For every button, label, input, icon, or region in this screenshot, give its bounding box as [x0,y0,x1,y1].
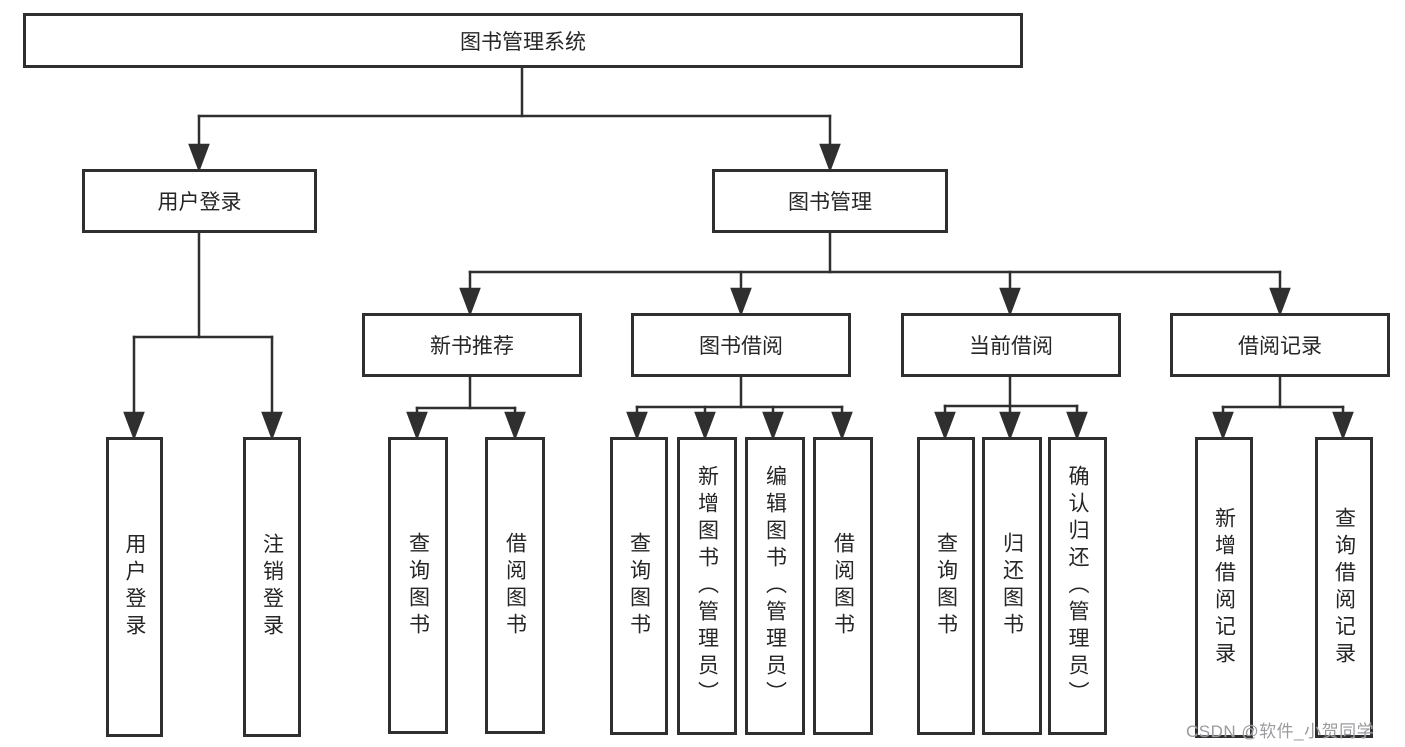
leaf-confirm-return-admin: 确认归还（管理员） [1048,437,1107,735]
node-book-management-branch: 图书管理 [712,169,948,233]
node-borrowing-records: 借阅记录 [1170,313,1390,377]
leaf-add-borrow-record: 新增借阅记录 [1195,437,1253,738]
leaf-borrowing-borrow-books: 借阅图书 [813,437,873,735]
leaf-add-books-admin: 新增图书（管理员） [677,437,737,735]
leaf-query-borrow-record: 查询借阅记录 [1315,437,1373,738]
node-root-title: 图书管理系统 [23,13,1023,68]
leaf-borrowing-query-books: 查询图书 [610,437,668,735]
leaf-edit-books-admin: 编辑图书（管理员） [745,437,805,735]
leaf-recommend-query-books: 查询图书 [388,437,448,734]
leaf-user-login: 用户登录 [106,437,163,737]
leaf-logout: 注销登录 [243,437,301,737]
node-new-book-recommendation: 新书推荐 [362,313,582,377]
leaf-recommend-borrow-books: 借阅图书 [485,437,545,734]
node-user-login-branch: 用户登录 [82,169,317,233]
leaf-current-query-books: 查询图书 [917,437,975,735]
node-current-borrowing: 当前借阅 [901,313,1121,377]
node-book-borrowing: 图书借阅 [631,313,851,377]
leaf-return-books: 归还图书 [982,437,1042,735]
csdn-watermark: CSDN @软件_小贺同学 [1186,722,1375,741]
